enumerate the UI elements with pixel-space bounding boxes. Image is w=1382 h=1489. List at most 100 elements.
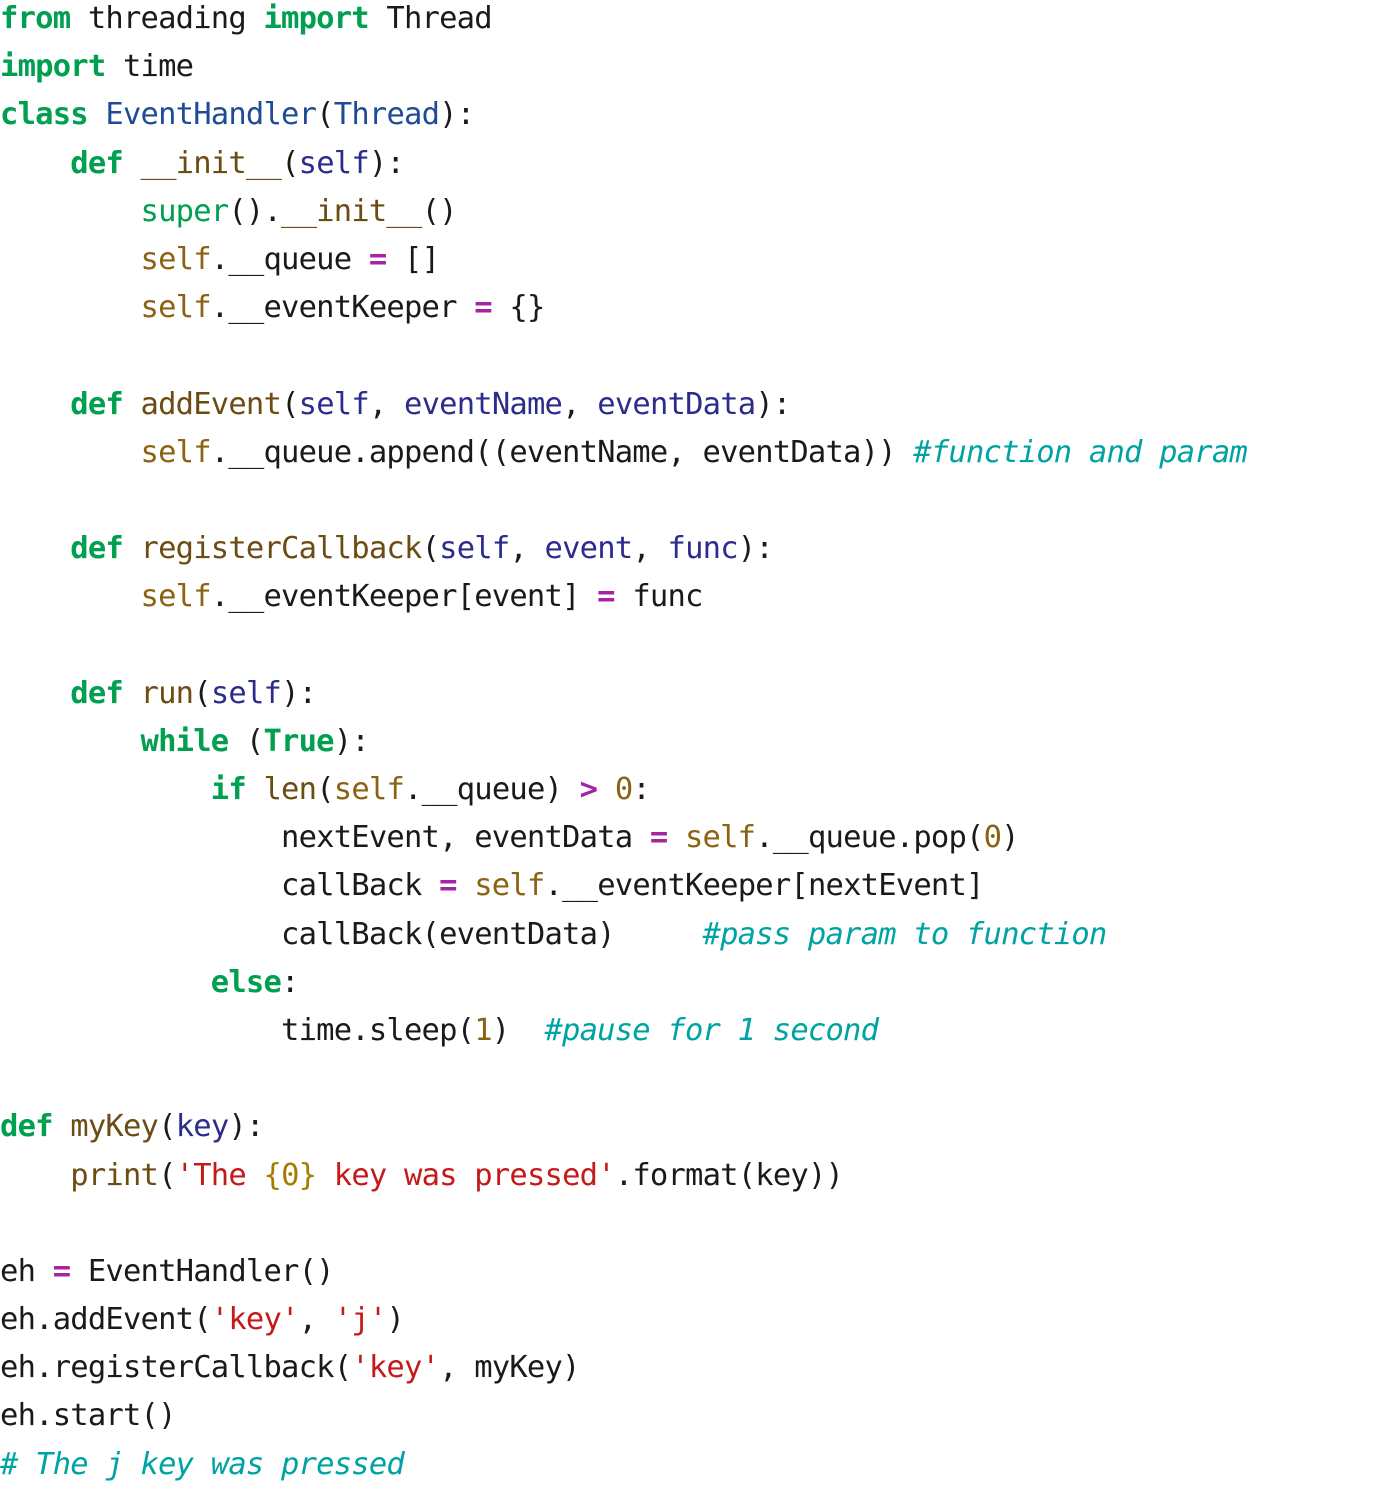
code-line: nextEvent, eventData = self.__queue.pop(… [0, 814, 1382, 862]
code-line: self.__queue = [] [0, 236, 1382, 284]
code-token: self [140, 579, 212, 615]
code-token: func [667, 531, 739, 567]
code-token: .format(key)) [614, 1157, 844, 1193]
code-token: self [298, 386, 370, 422]
code-line [0, 1200, 1382, 1248]
code-line: eh.addEvent('key', 'j') [0, 1296, 1382, 1344]
code-line: from threading import Thread [0, 0, 1382, 43]
code-line: def run(self): [0, 670, 1382, 718]
code-token: time [105, 49, 194, 85]
code-line: eh.start() [0, 1392, 1382, 1440]
code-token: , [509, 531, 545, 567]
code-token: = [649, 820, 668, 856]
code-token: (). [228, 193, 282, 229]
code-token [0, 579, 141, 614]
code-token: = [597, 579, 615, 615]
code-token: ): [281, 675, 317, 711]
code-token: if [210, 772, 247, 807]
code-token: else [210, 964, 282, 1000]
code-token: run [140, 675, 194, 711]
code-line [0, 621, 1382, 669]
code-token: = [368, 241, 387, 277]
code-token: ): [737, 531, 774, 567]
code-token: () [421, 193, 458, 229]
code-token: self [684, 820, 756, 856]
code-line: class EventHandler(Thread): [0, 91, 1382, 139]
code-token: ( [421, 531, 440, 567]
code-line: self.__eventKeeper = {} [0, 284, 1382, 332]
code-token: eventData [597, 386, 756, 422]
code-token [123, 146, 141, 181]
code-token: nextEvent, eventData [0, 820, 650, 856]
code-token [0, 194, 141, 229]
code-token: self [140, 290, 212, 326]
code-token: ( [193, 675, 211, 711]
code-line: import time [0, 43, 1382, 91]
code-line: self.__eventKeeper[event] = func [0, 573, 1382, 621]
code-token: .__eventKeeper [210, 290, 475, 326]
code-token: 'The [175, 1157, 264, 1193]
code-token [0, 242, 141, 277]
code-line: super().__init__() [0, 188, 1382, 236]
code-comment: #function and param [913, 434, 1248, 470]
code-token: key [175, 1109, 229, 1145]
code-token: ( [281, 386, 299, 422]
code-token: len [263, 772, 317, 807]
code-token [0, 435, 141, 470]
code-token: ): [368, 145, 405, 181]
code-line: else: [0, 959, 1382, 1007]
code-token: EventHandler() [70, 1253, 335, 1289]
code-line: self.__queue.append((eventName, eventDat… [0, 429, 1382, 477]
code-token: ): [228, 1109, 264, 1145]
code-token [246, 772, 264, 807]
code-line: def registerCallback(self, event, func): [0, 525, 1382, 573]
code-token: key was pressed' [316, 1157, 616, 1193]
code-token: super [140, 193, 230, 229]
code-token: ( [228, 723, 264, 759]
code-token [88, 97, 106, 132]
code-line: print('The {0} key was pressed'.format(k… [0, 1152, 1382, 1200]
code-line: callBack(eventData) #pass param to funct… [0, 911, 1382, 959]
code-token [123, 676, 141, 711]
code-token: def [0, 1109, 53, 1145]
code-token: ) [1001, 820, 1019, 856]
code-token: eh [0, 1253, 53, 1289]
code-token: def [70, 675, 123, 711]
code-token: , myKey) [439, 1350, 580, 1386]
code-token: func [614, 579, 703, 615]
code-token: eventName [404, 386, 563, 422]
code-token: __init__ [140, 145, 282, 181]
code-token: callBack(eventData) [0, 916, 703, 952]
code-token: True [263, 723, 334, 759]
code-token [597, 772, 615, 807]
code-token [0, 290, 141, 325]
code-token: ( [316, 97, 334, 133]
code-token: eh.start() [0, 1398, 176, 1434]
code-token: ) [491, 1012, 545, 1048]
code-token: ) [386, 1302, 405, 1338]
code-token [0, 146, 70, 181]
code-token: time.sleep( [0, 1012, 475, 1048]
code-token: ): [439, 97, 475, 133]
code-token: Thread [368, 1, 492, 36]
code-token: 0 [614, 772, 633, 807]
code-token: self [474, 868, 545, 904]
code-token: ( [316, 772, 334, 807]
code-token [457, 868, 475, 903]
code-token: ): [333, 723, 370, 759]
code-token: 0 [983, 820, 1002, 856]
code-token [0, 1158, 70, 1193]
code-token: import [0, 49, 106, 85]
code-token: , [298, 1302, 334, 1338]
code-line [0, 1055, 1382, 1103]
code-token: .__queue) [404, 772, 580, 807]
code-line: eh = EventHandler() [0, 1248, 1382, 1296]
code-token: ( [158, 1157, 176, 1193]
code-token: {0} [263, 1157, 317, 1193]
code-line: eh.registerCallback('key', myKey) [0, 1344, 1382, 1392]
code-comment: #pause for 1 second [544, 1012, 879, 1048]
code-token: class [0, 97, 89, 133]
code-token: def [70, 531, 123, 567]
code-comment: # The j key was pressed [0, 1446, 405, 1482]
code-token: self [140, 434, 212, 470]
